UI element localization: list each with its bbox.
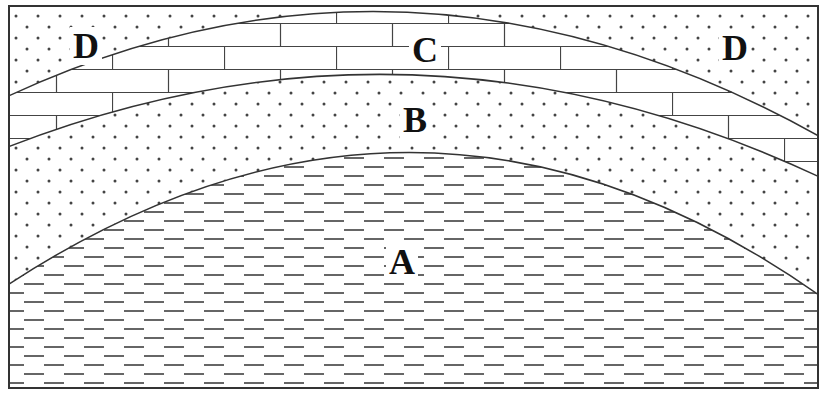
layer-letter: C [409,31,441,69]
layer-letter: D [70,27,102,65]
layer-letter: D [719,29,751,67]
layer-letter: A [386,243,418,281]
layer-letter: B [400,101,430,139]
